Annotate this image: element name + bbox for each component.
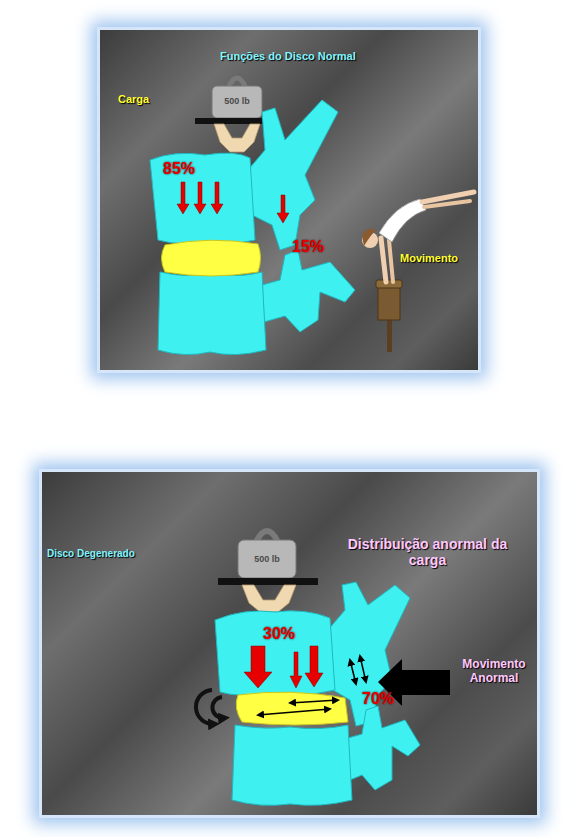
illustration-group: [196, 531, 450, 805]
slide-panel: Funções do Disco NormalCarga 500 lb 85% 15%…: [100, 30, 478, 370]
lower-posterior-elements: [262, 250, 355, 332]
disc-label: Disco Degenerado: [47, 548, 135, 560]
load-arrow: [305, 646, 323, 687]
lower-vertebral-body: [232, 725, 352, 805]
load-arrow: [177, 182, 189, 214]
load-arrow: [244, 646, 272, 688]
weight-body: [212, 86, 262, 118]
facet-motion-arrow: [350, 660, 356, 684]
load-arrow: [290, 652, 302, 688]
percent-label: 15%: [292, 238, 324, 256]
upper-vertebral-body: [150, 153, 255, 244]
weight-label: 500 lb: [212, 96, 262, 106]
load-label: Carga: [118, 93, 149, 106]
weight-label: 500 lb: [238, 554, 296, 564]
slide-panel: Distribuição anormal da carga Disco Degen…: [42, 472, 537, 815]
shear-arrow: [258, 709, 330, 715]
degenerated-disc-illustration: [42, 472, 537, 815]
squat-figure: [214, 124, 260, 152]
stand-pole: [387, 318, 392, 352]
gymnast-leg: [424, 201, 470, 207]
rotation-arrow: [212, 697, 224, 718]
squat-figure: [242, 585, 296, 612]
weight-bar: [218, 578, 318, 585]
stand-block: [378, 286, 400, 320]
degenerated-disc: [236, 692, 348, 725]
stand-pad: [376, 280, 402, 288]
facet-motion-arrow: [360, 656, 366, 682]
weight-body: [238, 540, 296, 578]
gymnast-leotard: [379, 199, 426, 242]
slide-title: Funções do Disco Normal: [220, 50, 356, 63]
percent-label: 30%: [263, 625, 295, 643]
load-arrow: [194, 182, 206, 214]
normal-disc-illustration: [100, 30, 478, 370]
slide-title: Distribuição anormal da carga: [345, 536, 510, 568]
shear-arrow: [290, 700, 338, 703]
lower-posterior-elements: [348, 706, 420, 790]
load-arrow: [211, 182, 223, 214]
intervertebral-disc: [162, 240, 261, 276]
movement-label: Movimento Anormal: [456, 658, 532, 686]
illustration-group: [150, 78, 474, 355]
upper-posterior-elements: [248, 100, 338, 250]
movement-label: Movimento: [400, 252, 458, 265]
load-arrow: [277, 195, 289, 223]
percent-label: 85%: [163, 160, 195, 178]
gymnast-arm: [389, 240, 393, 282]
lower-vertebral-body: [158, 272, 266, 355]
gymnast-hair: [362, 229, 376, 246]
percent-label: 70%: [362, 690, 394, 708]
upper-vertebral-body: [215, 611, 335, 695]
gymnast-arm: [381, 238, 386, 282]
